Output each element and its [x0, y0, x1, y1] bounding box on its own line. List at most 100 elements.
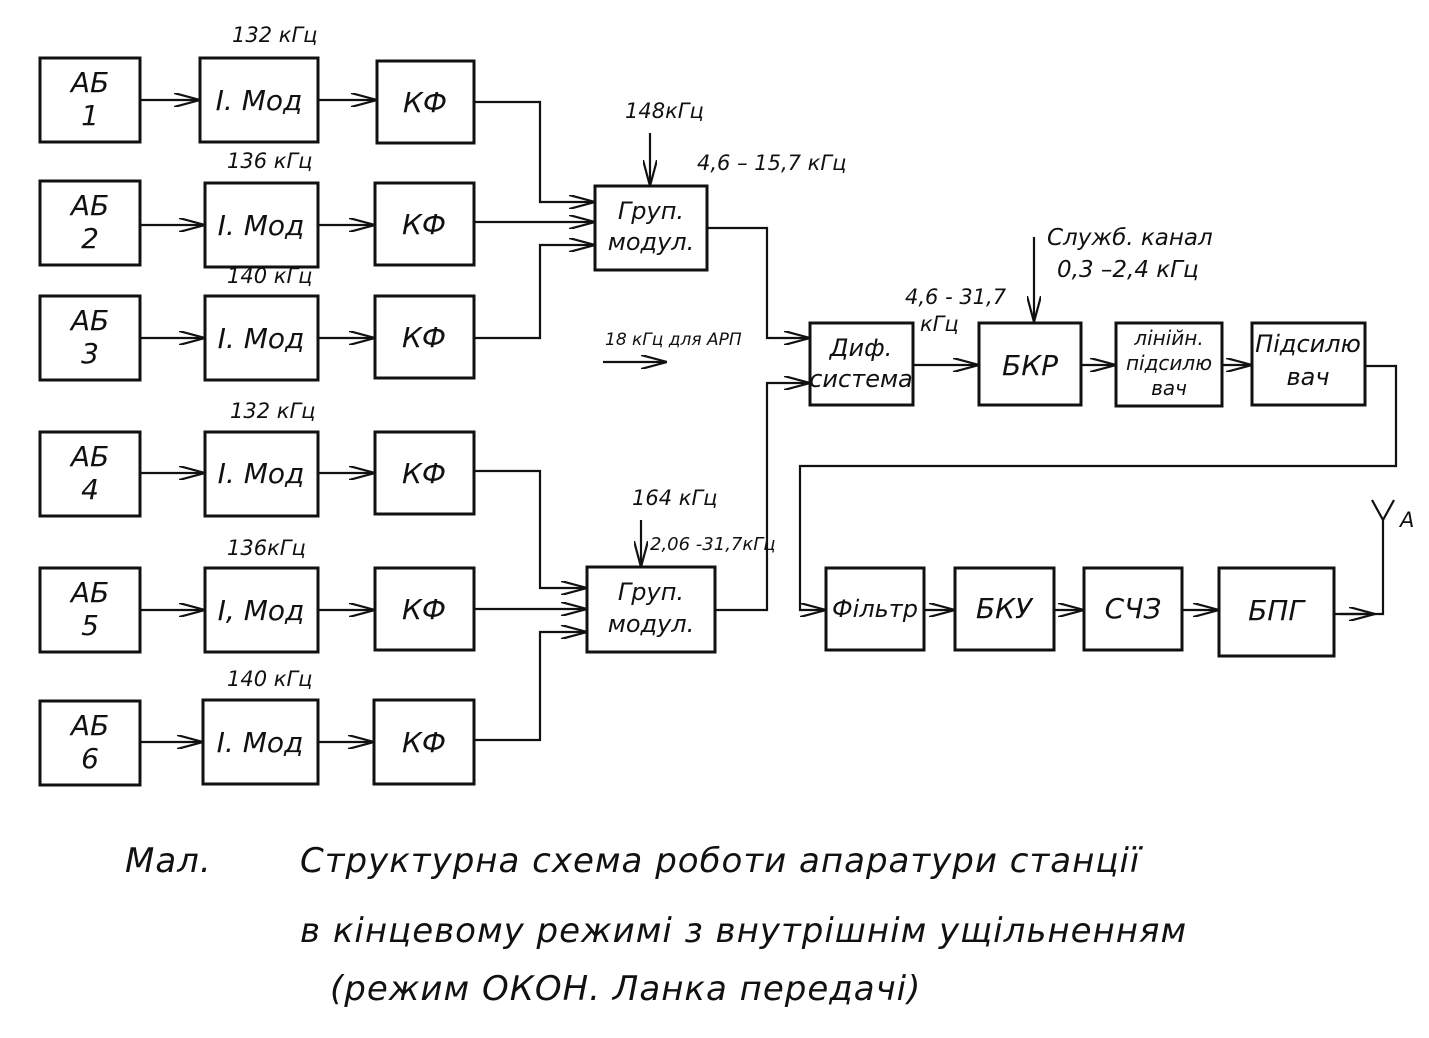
wire-bpg-antenna [1334, 520, 1385, 616]
svg-text:КФ: КФ [402, 457, 446, 490]
svg-text:Груп.: Груп. [618, 578, 684, 606]
wire-kf1-grp1 [474, 100, 595, 202]
svg-text:4: 4 [81, 473, 99, 506]
kf-block-6: КФ [372, 698, 476, 786]
wires [140, 100, 1398, 742]
group-mod-bottom-output: 2,06 -31,7кГц [650, 534, 776, 555]
svg-text:АБ: АБ [69, 66, 109, 99]
diff-output-label-1: 4,6 - 31,7 [905, 285, 1007, 309]
kf-block-5: КФ [373, 566, 476, 652]
group-mod-bottom-carrier: 164 кГц [632, 486, 717, 510]
svg-text:І. Мод: І. Мод [218, 322, 305, 355]
svg-text:АБ: АБ [69, 189, 109, 222]
svg-text:КФ: КФ [403, 86, 447, 119]
svg-text:І. Мод: І. Мод [218, 457, 305, 490]
svg-text:2: 2 [81, 222, 99, 255]
figure-caption: Мал. Структурна схема роботи апаратури с… [125, 841, 1187, 1009]
svg-text:АБ: АБ [69, 440, 109, 473]
caption-line-1: Структурна схема роботи апаратури станці… [300, 841, 1143, 881]
svg-text:1: 1 [81, 99, 99, 132]
ab-block-5: АБ 5 [38, 566, 142, 654]
diff-system-block: Диф. система [808, 321, 915, 407]
caption-prefix: Мал. [125, 841, 212, 881]
wire-grp1-diff [707, 226, 810, 338]
bpg-block: БПГ [1217, 566, 1336, 658]
svg-text:БПГ: БПГ [1248, 594, 1306, 627]
svg-text:підсилю: підсилю [1126, 351, 1212, 375]
svg-text:Підсилю: Підсилю [1255, 330, 1361, 358]
svg-text:вач: вач [1151, 376, 1187, 400]
bkr-block: БКР [977, 321, 1083, 407]
svg-text:БКР: БКР [1002, 349, 1058, 382]
svg-text:вач: вач [1286, 363, 1329, 391]
svg-text:СЧЗ: СЧЗ [1105, 592, 1162, 625]
group-mod-top-carrier: 148кГц [625, 99, 704, 123]
ab-block-3: АБ 3 [38, 294, 142, 382]
svg-text:АБ: АБ [69, 709, 109, 742]
antenna-icon [1371, 499, 1395, 523]
svg-text:3: 3 [81, 337, 99, 370]
svg-text:І. Мод: І. Мод [217, 726, 304, 759]
svg-text:КФ: КФ [402, 321, 446, 354]
carrier-label-4: 132 кГц [230, 399, 315, 423]
amp-block: Підсилю вач [1250, 321, 1367, 407]
group-mod-top-output: 4,6 – 15,7 кГц [697, 151, 846, 175]
svg-text:Диф.: Диф. [829, 334, 893, 362]
mod-block-4: І. Мод [203, 430, 320, 518]
diff-output-label-2: кГц [920, 312, 959, 336]
group-mod-bottom: Груп. модул. [585, 565, 717, 654]
svg-text:І. Мод: І. Мод [218, 209, 305, 242]
ab-block-1: АБ 1 [38, 56, 142, 144]
service-channel-label: Служб. канал [1047, 225, 1213, 251]
mod-block-1: І. Мод [198, 56, 320, 144]
svg-text:6: 6 [81, 742, 99, 775]
ab-block-6: АБ 6 [38, 699, 142, 787]
group-mod-top: Груп. модул. [593, 184, 709, 272]
filter-block: Фільтр [824, 566, 926, 652]
carrier-label-6: 140 кГц [227, 667, 312, 691]
wire-amp-filter [798, 364, 1398, 610]
service-channel-freq: 0,3 –2,4 кГц [1057, 257, 1199, 283]
svg-text:лінійн.: лінійн. [1133, 326, 1203, 350]
kf-block-1: КФ [375, 59, 476, 145]
svg-text:АБ: АБ [69, 576, 109, 609]
svg-text:БКУ: БКУ [976, 592, 1034, 625]
carrier-label-2: 136 кГц [227, 149, 312, 173]
svg-text:5: 5 [81, 609, 99, 642]
svg-text:І. Мод: І. Мод [216, 84, 303, 117]
svg-text:КФ: КФ [402, 726, 446, 759]
ab-block-2: АБ 2 [38, 179, 142, 267]
wire-kf6-grp2 [474, 632, 587, 742]
carrier-label-5: 136кГц [227, 536, 306, 560]
wire-kf4-grp2 [474, 469, 587, 588]
svg-text:система: система [809, 365, 913, 393]
caption-line-3: (режим ОКОН. Ланка передачі) [330, 969, 921, 1009]
carrier-label-3: 140 кГц [227, 264, 312, 288]
svg-text:КФ: КФ [402, 593, 446, 626]
apr-input-label: 18 кГц для АРП [605, 330, 742, 350]
line-amp-block: лінійн. підсилю вач [1114, 321, 1224, 408]
svg-text:Фільтр: Фільтр [832, 595, 918, 623]
wire-grp2-diff [715, 383, 810, 612]
mod-block-6: І. Мод [201, 698, 320, 786]
svg-text:АБ: АБ [69, 304, 109, 337]
ab-block-4: АБ 4 [38, 430, 142, 518]
kf-block-4: КФ [373, 430, 476, 516]
svg-text:КФ: КФ [402, 208, 446, 241]
mod-block-5: І, Мод [203, 566, 320, 654]
kf-block-3: КФ [373, 294, 476, 380]
mod-block-2: І. Мод [203, 181, 320, 269]
antenna-label: А [1398, 508, 1414, 532]
svg-text:модул.: модул. [608, 610, 695, 638]
svg-text:Груп.: Груп. [618, 197, 684, 225]
mod-block-3: І. Мод [203, 294, 320, 382]
kf-block-2: КФ [373, 181, 476, 267]
svg-text:модул.: модул. [608, 228, 695, 256]
caption-line-2: в кінцевому режимі з внутрішнім ущільнен… [300, 911, 1187, 951]
svg-text:І, Мод: І, Мод [218, 594, 305, 627]
sch3-block: СЧЗ [1082, 566, 1184, 652]
bku-block: БКУ [953, 566, 1056, 652]
carrier-label-1: 132 кГц [232, 23, 317, 47]
wire-kf3-grp1 [474, 245, 595, 340]
